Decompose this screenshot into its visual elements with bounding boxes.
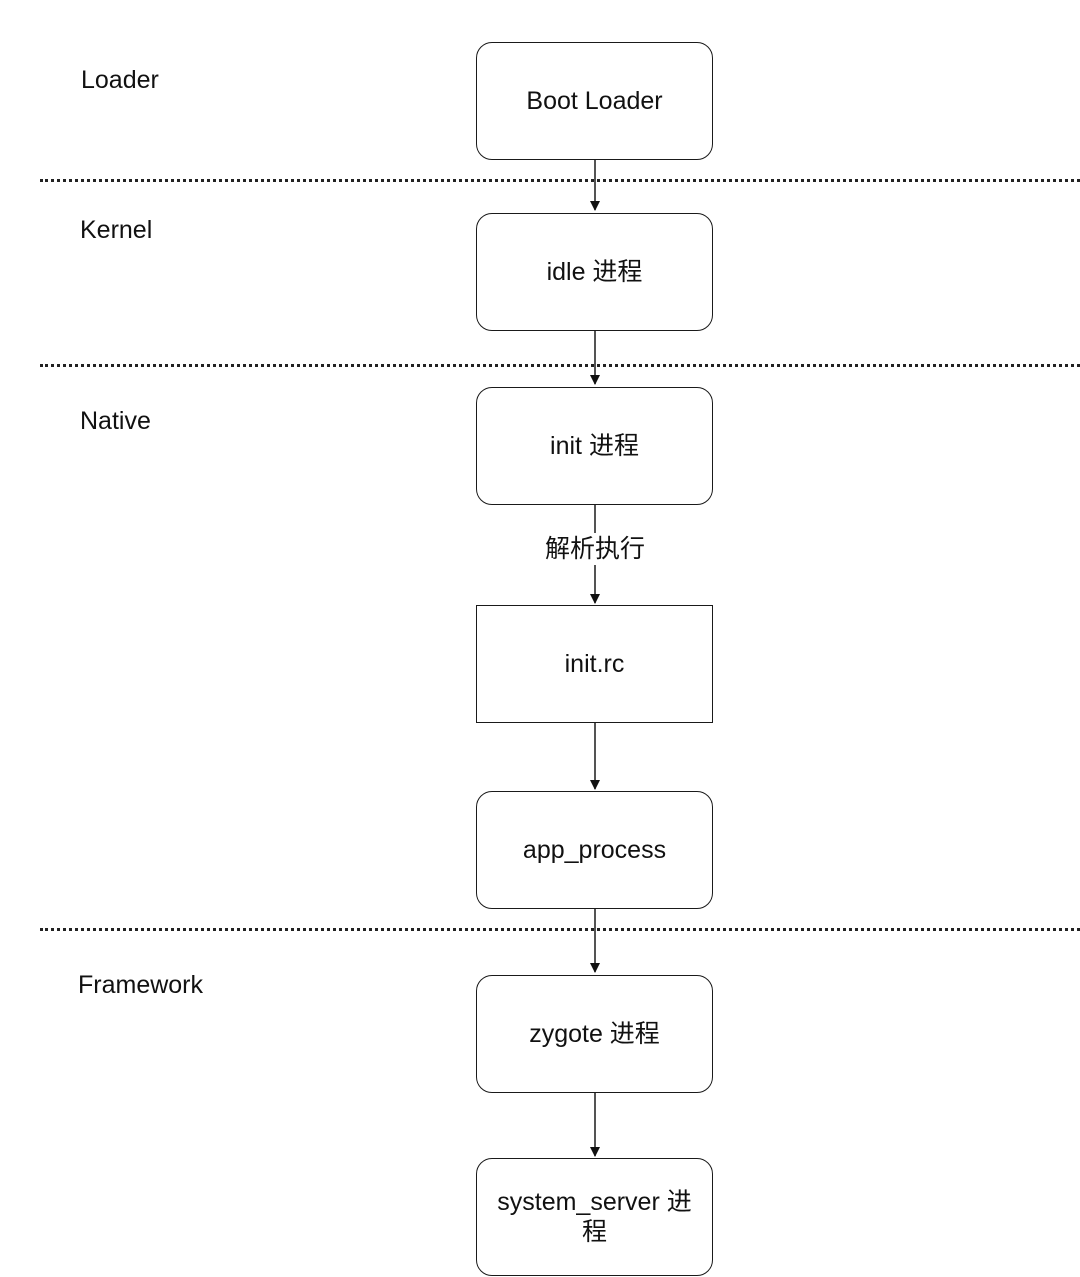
layer-label-native: Native bbox=[80, 407, 151, 435]
edge-label-parse-execute: 解析执行 bbox=[538, 533, 652, 565]
node-init-rc-label: init.rc bbox=[564, 650, 625, 678]
node-boot-loader: Boot Loader bbox=[476, 42, 713, 160]
layer-label-framework: Framework bbox=[78, 971, 204, 999]
node-init-process: init 进程 bbox=[476, 387, 713, 505]
node-init-process-label: init 进程 bbox=[550, 432, 639, 460]
node-boot-loader-label: Boot Loader bbox=[526, 87, 663, 115]
node-init-rc: init.rc bbox=[476, 605, 713, 723]
node-app-process: app_process bbox=[476, 791, 713, 909]
node-system-server-process: system_server 进程 bbox=[476, 1158, 713, 1276]
layer-label-kernel: Kernel bbox=[80, 216, 153, 244]
node-zygote-process-label: zygote 进程 bbox=[529, 1020, 660, 1048]
node-zygote-process: zygote 进程 bbox=[476, 975, 713, 1093]
node-system-server-process-label: system_server 进程 bbox=[497, 1188, 692, 1246]
layer-label-loader: Loader bbox=[81, 66, 159, 94]
node-app-process-label: app_process bbox=[522, 836, 667, 864]
divider-loader-kernel bbox=[40, 179, 1080, 182]
node-idle-process: idle 进程 bbox=[476, 213, 713, 331]
node-idle-process-label: idle 进程 bbox=[546, 258, 643, 286]
divider-native-framework bbox=[40, 928, 1080, 931]
divider-kernel-native bbox=[40, 364, 1080, 367]
